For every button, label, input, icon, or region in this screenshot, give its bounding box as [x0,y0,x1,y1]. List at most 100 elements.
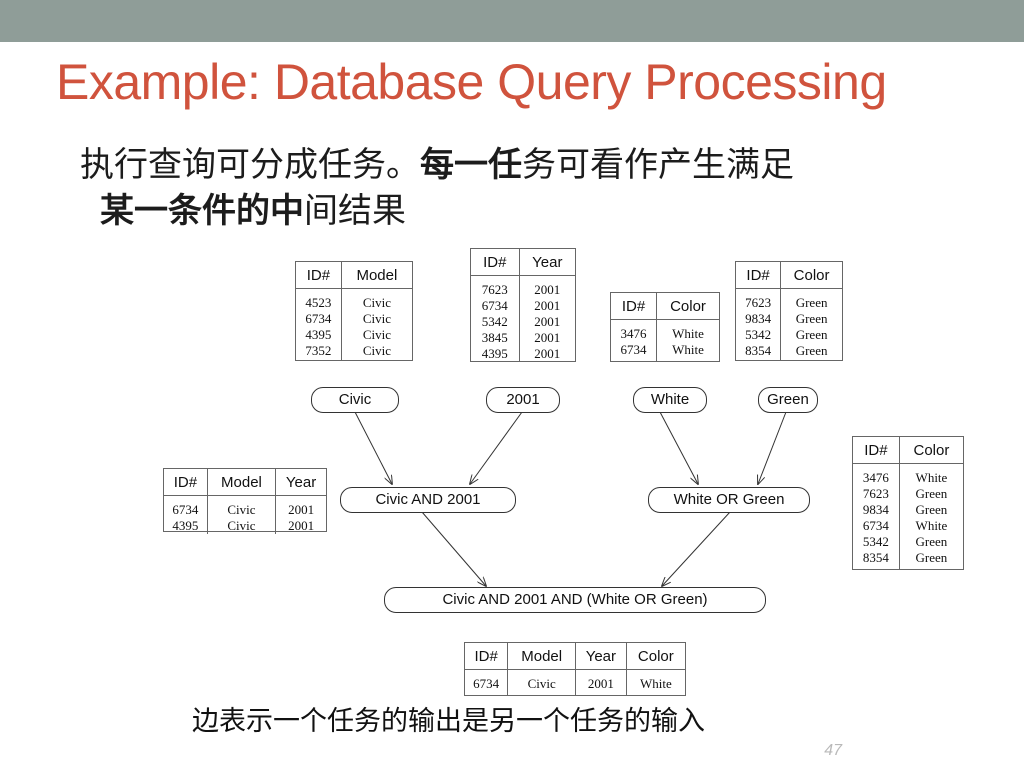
table-cell: 7623 [862,486,889,501]
table-cell: 3476 [862,470,889,485]
table-cell: White [672,326,704,341]
table-cell: Civic [227,502,256,517]
table-cell: 6734 [172,502,199,517]
slide-caption: 边表示一个任务的输出是另一个任务的输入 [192,706,705,737]
table-cell: 4395 [172,518,199,533]
column-header: Color [780,262,842,289]
column-header: Model [206,469,276,496]
column-header: ID# [465,643,508,670]
table-cell: Green [915,486,948,501]
table-cell: Green [915,534,948,549]
column-header: ID# [471,249,520,276]
table-cell: 7352 [305,343,332,358]
table-cell: 2001 [534,314,561,329]
table-cell: Green [795,343,828,358]
table-header-row: ID#Model [296,262,412,289]
node-civic-and-2001: Civic AND 2001 [340,487,516,513]
table-cell: 6734 [473,676,500,691]
table-cell: White [915,518,948,533]
table-cell: Civic [362,295,391,310]
node-white: White [633,387,707,413]
table-cell: 4395 [305,327,332,342]
table-cell: Green [915,550,948,565]
table-cell: 5342 [745,327,772,342]
table-cell: 7623 [481,282,508,297]
table-cell: Green [795,295,828,310]
node-2001: 2001 [486,387,560,413]
body-line-1-part-c: 务可看作产生满足 [522,145,794,185]
column-header: Year [275,469,326,496]
node-green: Green [758,387,818,413]
table-cell: 5342 [862,534,889,549]
table-header-row: ID#Color [611,293,719,320]
column-header: Model [507,643,576,670]
table-cell: 2001 [534,282,561,297]
column-header: ID# [164,469,208,496]
table-header-row: ID#Color [853,437,963,464]
node-white-or-green: White OR Green [648,487,810,513]
table-cell: 3476 [620,326,647,341]
column-header: Color [625,643,685,670]
body-line-2-part-a: 某一条件的中 [100,191,304,231]
table-cell: 2001 [587,676,614,691]
table-header-row: ID#Year [471,249,575,276]
table-cell: 4395 [481,346,508,361]
edge-2001-to-civic-and-2001 [470,411,523,484]
table-cell: 5342 [481,314,508,329]
table-cell: 3845 [481,330,508,345]
node-civic: Civic [311,387,399,413]
slide-title: Example: Database Query Processing [56,54,887,110]
column-header: Model [340,262,412,289]
table-cell: Civic [227,518,256,533]
table-cell: 9834 [862,502,889,517]
table-column-values: 6734 [465,670,508,696]
table-cell: 8354 [862,550,889,565]
table-cell: Green [795,327,828,342]
table-cell: 6734 [481,298,508,313]
table-cell: 6734 [305,311,332,326]
table-cell: 2001 [288,518,315,533]
table-cell: White [639,676,672,691]
page-number: 47 [824,742,842,759]
edge-white-to-white-or-green [659,411,698,484]
body-line-1-part-a: 执行查询可分成任务。 [80,145,420,185]
table-cell: 2001 [534,330,561,345]
table-cell: 2001 [288,502,315,517]
table-cell: 2001 [534,298,561,313]
body-line-2-part-b: 间结果 [304,191,406,231]
node-final: Civic AND 2001 AND (White OR Green) [384,587,766,613]
table-cell: 2001 [534,346,561,361]
table-cell: White [672,342,704,357]
table-cell: Civic [362,311,391,326]
table-cell: Green [915,502,948,517]
body-line-1-part-b: 每一任 [420,145,522,185]
body-line-2: 某一条件的中间结果 [80,188,960,234]
